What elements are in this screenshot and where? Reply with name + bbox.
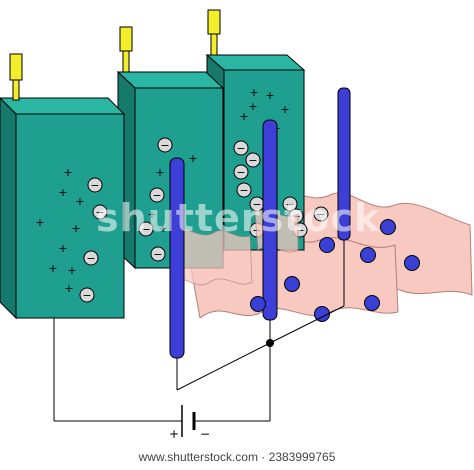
plus-charge: + <box>147 208 156 221</box>
electrode-rod-3 <box>337 87 351 241</box>
electron: − <box>79 287 95 303</box>
electron: − <box>233 140 249 156</box>
watermark-footer: www.shutterstock.com · 2383999765 <box>0 448 474 466</box>
discharge-electrodes <box>169 87 351 359</box>
electron: − <box>138 221 154 237</box>
plus-charge: + <box>63 166 72 179</box>
svg-text:−: − <box>160 139 169 152</box>
electron: − <box>92 204 108 220</box>
svg-text:−: − <box>252 198 261 211</box>
terminal-1 <box>9 53 23 81</box>
electron: − <box>150 246 166 262</box>
svg-text:−: − <box>316 208 325 221</box>
svg-text:−: − <box>82 289 91 302</box>
svg-text:−: − <box>236 166 245 179</box>
svg-text:−: − <box>153 248 162 261</box>
plus-charge: + <box>158 222 167 235</box>
plus-charge: + <box>248 100 257 113</box>
svg-text:−: − <box>95 206 104 219</box>
particle <box>380 219 396 235</box>
svg-text:−: − <box>90 179 99 192</box>
terminal-2 <box>119 26 133 52</box>
particle <box>360 247 376 263</box>
particle <box>364 295 380 311</box>
plus-charge: + <box>155 166 164 179</box>
electron: − <box>233 164 249 180</box>
svg-text:−: − <box>141 223 150 236</box>
electron: − <box>282 196 298 212</box>
electron: − <box>313 206 329 222</box>
electron: − <box>236 182 252 198</box>
plus-charge: + <box>280 103 289 116</box>
electron: − <box>157 137 173 153</box>
electrode-rod-2 <box>262 119 278 321</box>
plus-charge: + <box>64 282 73 295</box>
plus-charge: + <box>48 262 57 275</box>
dust-particles <box>250 219 420 322</box>
svg-text:−: − <box>86 252 95 265</box>
collector-plate-1 <box>0 53 126 320</box>
particle <box>319 237 335 253</box>
electron: − <box>245 152 261 168</box>
plus-charge: + <box>35 216 44 229</box>
particle <box>250 296 266 312</box>
particle <box>404 255 420 271</box>
plus-charge: + <box>188 152 197 165</box>
svg-text:−: − <box>285 198 294 211</box>
electron: − <box>83 250 99 266</box>
electrode-rod-1 <box>169 157 185 359</box>
electron: − <box>149 187 165 203</box>
particle <box>284 276 300 292</box>
svg-text:−: − <box>152 189 161 202</box>
svg-text:−: − <box>236 142 245 155</box>
svg-text:−: − <box>239 184 248 197</box>
plus-charge: + <box>58 186 67 199</box>
plus-charge: + <box>239 110 248 123</box>
electron: − <box>87 177 103 193</box>
plus-charge: + <box>67 264 76 277</box>
battery-icon <box>181 405 196 437</box>
battery-negative-label: − <box>200 427 211 441</box>
terminal-3 <box>207 9 221 35</box>
junction-node <box>266 339 274 347</box>
plate-charges: + + + + + + + + + + + + + + + + + + + <box>35 86 289 295</box>
svg-text:−: − <box>295 224 304 237</box>
battery-positive-label: + <box>169 427 180 441</box>
plus-charge: + <box>249 86 258 99</box>
electron: − <box>249 196 265 212</box>
plus-charge: + <box>265 89 274 102</box>
plus-charge: + <box>58 242 67 255</box>
particle <box>314 306 330 322</box>
plus-charge: + <box>71 222 80 235</box>
svg-text:−: − <box>248 154 257 167</box>
plus-charge: + <box>75 195 84 208</box>
